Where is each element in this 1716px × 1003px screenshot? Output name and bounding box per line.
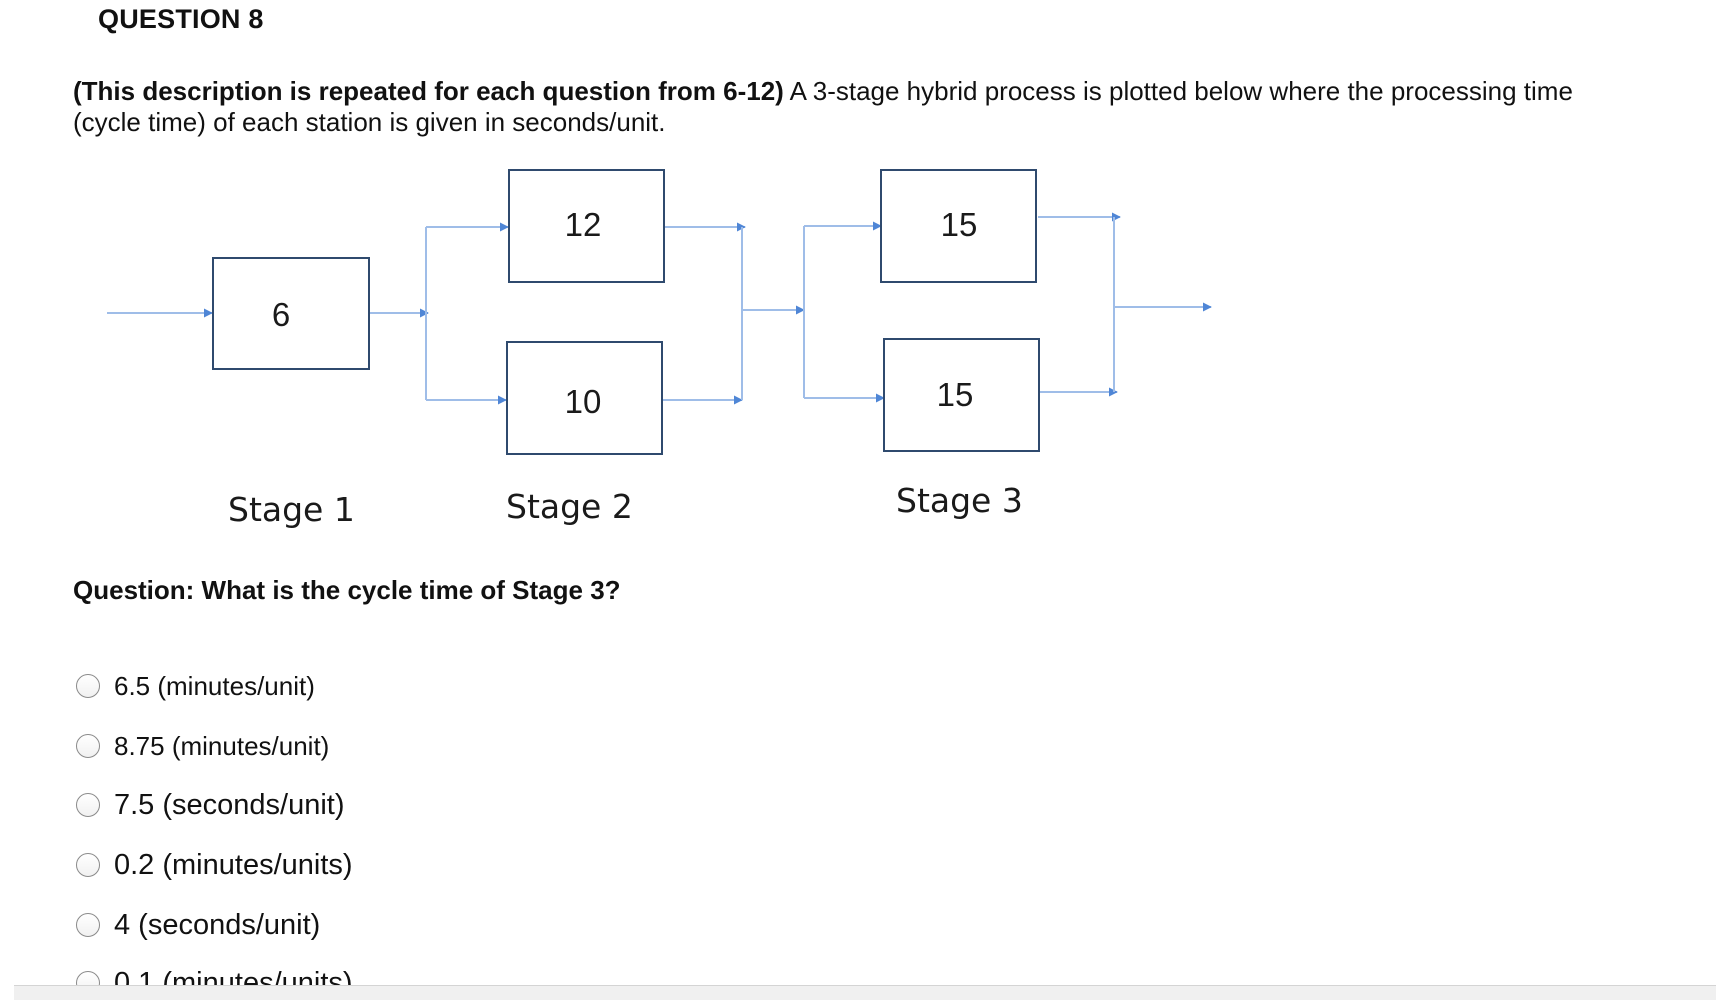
description-bold: (This description is repeated for each q… xyxy=(73,76,784,106)
option-2[interactable]: 8.75 (minutes/unit) xyxy=(76,726,676,766)
station-box-s2b xyxy=(506,341,663,455)
question-prompt: Question: What is the cycle time of Stag… xyxy=(73,575,621,605)
station-box-s3a xyxy=(880,169,1037,283)
option-1[interactable]: 6.5 (minutes/unit) xyxy=(76,666,676,706)
option-5[interactable]: 4 (seconds/unit) xyxy=(76,905,676,945)
option-1-label: 6.5 (minutes/unit) xyxy=(114,670,315,701)
stage1-flow xyxy=(107,212,1212,405)
option-5-radio[interactable] xyxy=(76,913,100,937)
option-3-label: 7.5 (seconds/unit) xyxy=(114,788,345,821)
station-box-s1 xyxy=(212,257,370,370)
stage-label-2: Stage 2 xyxy=(506,487,633,526)
station-time-s3a: 15 xyxy=(941,206,978,243)
option-5-label: 4 (seconds/unit) xyxy=(114,908,321,941)
question-title: QUESTION 8 xyxy=(98,4,264,34)
option-1-radio[interactable] xyxy=(76,674,100,698)
horizontal-scrollbar[interactable] xyxy=(14,985,1716,1000)
option-4[interactable]: 0.2 (minutes/units) xyxy=(76,845,676,885)
option-3-radio[interactable] xyxy=(76,793,100,817)
option-2-label: 8.75 (minutes/unit) xyxy=(114,730,330,761)
option-4-label: 0.2 (minutes/units) xyxy=(114,848,353,881)
option-3[interactable]: 7.5 (seconds/unit) xyxy=(76,785,676,825)
option-2-radio[interactable] xyxy=(76,734,100,758)
option-4-radio[interactable] xyxy=(76,853,100,877)
stage-label-1: Stage 1 xyxy=(228,490,355,529)
station-time-s2b: 10 xyxy=(565,383,602,420)
description-text: A 3-stage hybrid process is plotted belo… xyxy=(73,76,1573,137)
station-time-s3b: 15 xyxy=(937,376,974,413)
station-time-s2a: 12 xyxy=(565,206,602,243)
station-box-s2a xyxy=(508,169,665,283)
station-time-s1: 6 xyxy=(272,296,290,333)
stage-label-3: Stage 3 xyxy=(896,481,1023,520)
question-description: (This description is repeated for each q… xyxy=(73,76,1633,138)
process-diagram: 6 12 10 15 15 Stage 1 Stage 2 Stage 3 xyxy=(107,169,1212,529)
station-box-s3b xyxy=(883,338,1040,452)
